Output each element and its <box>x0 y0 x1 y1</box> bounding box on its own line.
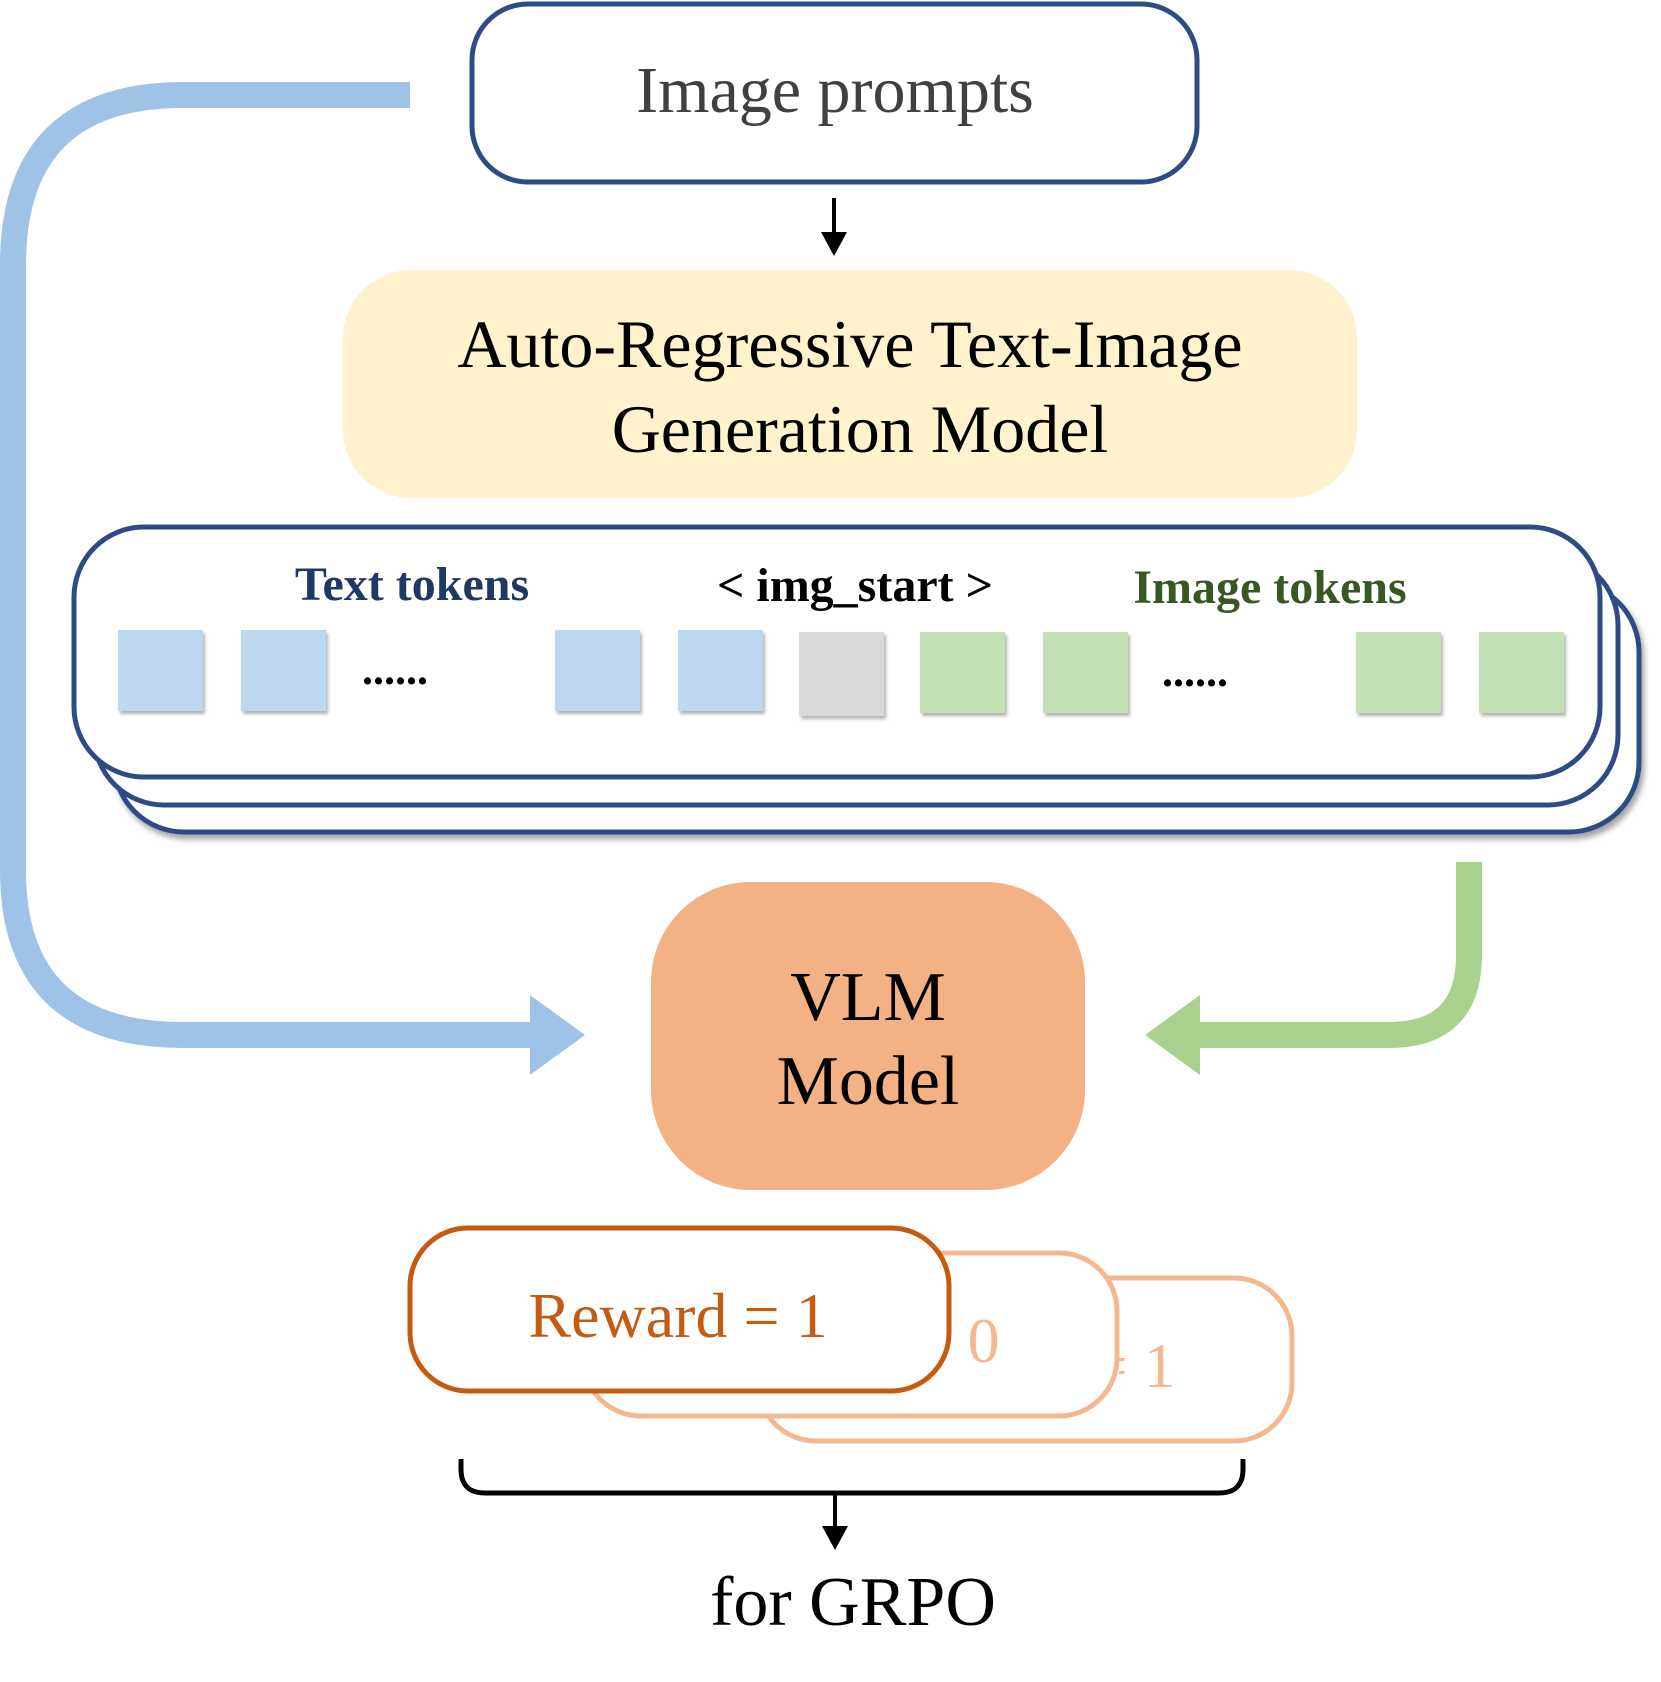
image-tokens-label: Image tokens <box>1133 561 1406 614</box>
text-token-ellipsis: ...... <box>362 645 428 694</box>
generator-model-line2: Generation Model <box>612 391 1109 467</box>
image-token <box>1356 632 1441 713</box>
text-token <box>241 630 326 711</box>
image-token <box>920 632 1005 713</box>
generator-model-box <box>343 270 1357 498</box>
reward-label-front: Reward = 1 <box>528 1280 827 1351</box>
vlm-model-box <box>651 882 1085 1190</box>
image-prompts-label: Image prompts <box>636 54 1034 127</box>
image-token <box>1479 632 1564 713</box>
image-token <box>1043 632 1128 713</box>
group-bracket <box>458 1459 1246 1496</box>
for-grpo-label: for GRPO <box>710 1564 996 1641</box>
tokens-to-vlm-flow <box>1195 862 1482 1048</box>
text-token <box>118 630 203 711</box>
text-tokens-label: Text tokens <box>295 558 529 611</box>
image-token-ellipsis: ...... <box>1162 647 1228 696</box>
prompt-to-vlm-flow <box>0 82 535 1048</box>
reward-label-back-1: Reward = 0 <box>700 1305 999 1376</box>
vlm-model-line2: Model <box>777 1043 960 1120</box>
prompt-to-generator-arrowhead <box>821 232 847 256</box>
tokens-to-vlm-arrowhead <box>1145 995 1200 1075</box>
reward-card-front <box>407 1225 952 1394</box>
img-start-token <box>799 632 884 716</box>
image-prompts-box <box>469 1 1200 185</box>
bracket-to-output-arrowhead <box>822 1526 848 1550</box>
img-start-label: < img_start > <box>717 559 993 612</box>
vlm-model-line1: VLM <box>790 959 946 1036</box>
reward-label-back-2: Reward = 1 <box>876 1330 1175 1401</box>
generator-model-line1: Auto-Regressive Text-Image <box>457 306 1242 382</box>
text-token <box>678 630 763 711</box>
prompt-to-vlm-arrowhead <box>530 995 585 1075</box>
text-token <box>555 630 640 711</box>
